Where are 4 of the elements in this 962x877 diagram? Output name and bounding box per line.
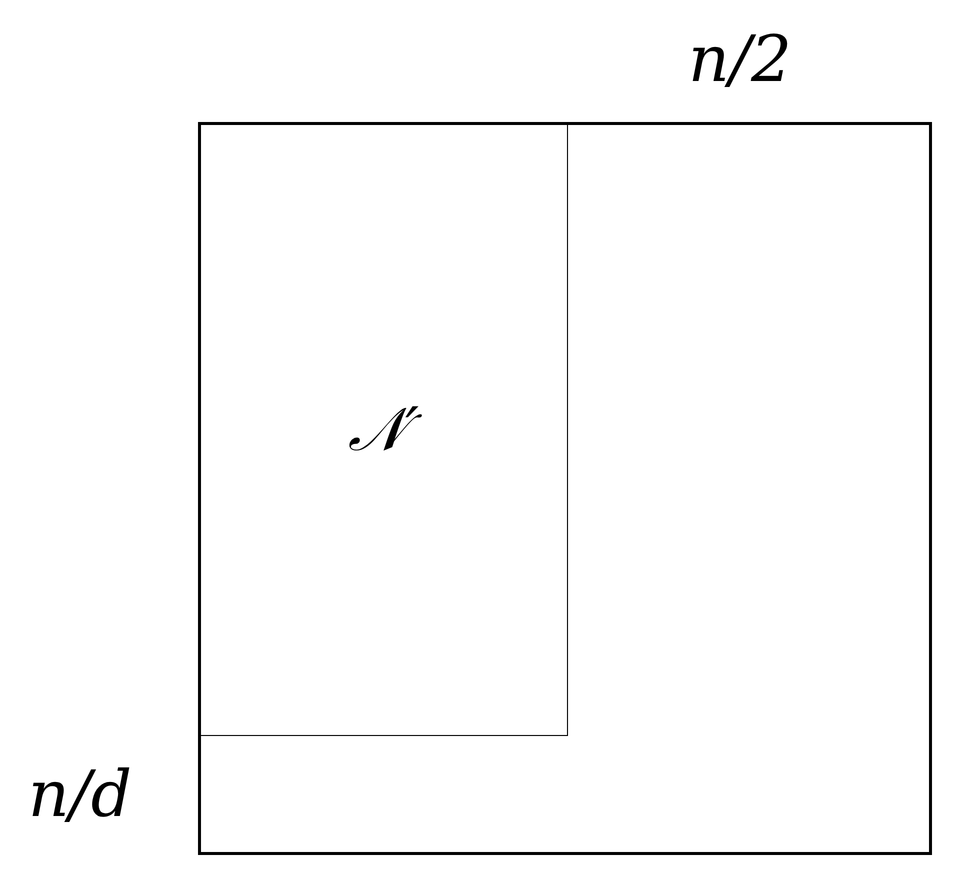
outer-square xyxy=(198,122,932,855)
dimension-label: n/2 xyxy=(688,28,792,92)
inner-rectangle xyxy=(200,124,568,736)
dimension-label: n/d xyxy=(28,763,132,827)
